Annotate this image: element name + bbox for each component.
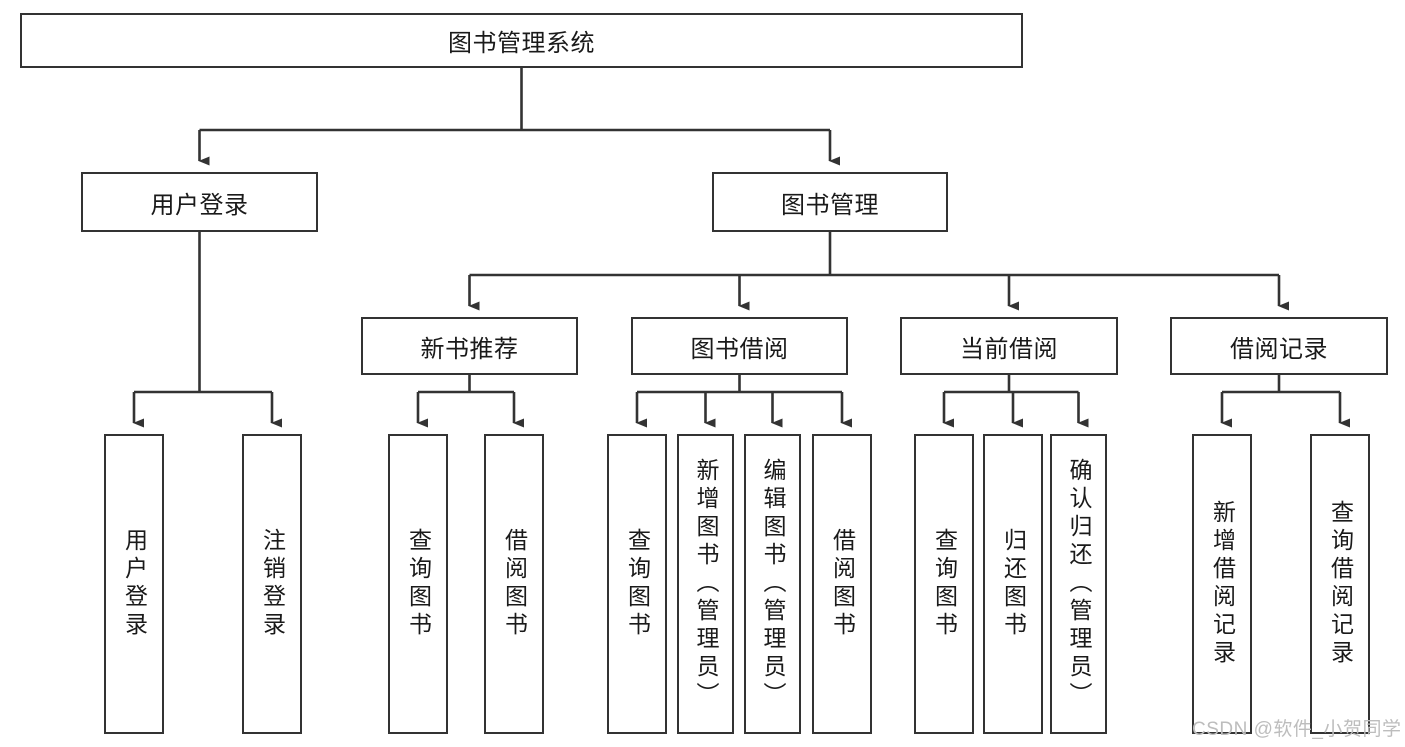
node-leaf-edit-book-admin[interactable]: 编辑图书（管理员） bbox=[744, 434, 801, 734]
node-label: 图书管理 bbox=[781, 191, 879, 219]
node-label: 借阅图书 bbox=[501, 528, 528, 640]
node-leaf-confirm-return-admin[interactable]: 确认归还（管理员） bbox=[1050, 434, 1107, 734]
node-label: 编辑图书（管理员） bbox=[760, 458, 786, 710]
node-leaf-user-logout[interactable]: 注销登录 bbox=[242, 434, 302, 734]
node-label: 确认归还（管理员） bbox=[1066, 458, 1092, 710]
node-leaf-borrow-book[interactable]: 借阅图书 bbox=[812, 434, 872, 734]
node-book-manage[interactable]: 图书管理 bbox=[712, 172, 948, 232]
node-leaf-add-book-admin[interactable]: 新增图书（管理员） bbox=[677, 434, 734, 734]
node-label: 新书推荐 bbox=[420, 335, 519, 363]
node-label: 用户登录 bbox=[121, 528, 148, 640]
node-label: 注销登录 bbox=[259, 528, 286, 640]
node-new-book-rec[interactable]: 新书推荐 bbox=[361, 317, 578, 375]
node-label: 查询图书 bbox=[405, 528, 432, 640]
node-leaf-user-login[interactable]: 用户登录 bbox=[104, 434, 164, 734]
node-leaf-query-book-borrow[interactable]: 查询图书 bbox=[607, 434, 667, 734]
node-label: 图书管理系统 bbox=[448, 30, 595, 57]
node-label: 图书借阅 bbox=[690, 335, 789, 363]
node-current-borrow[interactable]: 当前借阅 bbox=[900, 317, 1118, 375]
node-label: 新增图书（管理员） bbox=[693, 458, 719, 710]
node-leaf-query-book-current[interactable]: 查询图书 bbox=[914, 434, 974, 734]
node-root[interactable]: 图书管理系统 bbox=[20, 13, 1023, 68]
node-label: 查询借阅记录 bbox=[1327, 500, 1354, 668]
node-label: 新增借阅记录 bbox=[1209, 500, 1236, 668]
node-label: 用户登录 bbox=[150, 191, 249, 219]
node-book-borrow[interactable]: 图书借阅 bbox=[631, 317, 848, 375]
node-label: 当前借阅 bbox=[960, 335, 1058, 363]
node-leaf-return-book[interactable]: 归还图书 bbox=[983, 434, 1043, 734]
node-label: 查询图书 bbox=[931, 528, 958, 640]
node-borrow-record[interactable]: 借阅记录 bbox=[1170, 317, 1388, 375]
node-label: 归还图书 bbox=[1000, 528, 1027, 640]
node-leaf-query-borrow-record[interactable]: 查询借阅记录 bbox=[1310, 434, 1370, 734]
node-label: 查询图书 bbox=[624, 528, 651, 640]
node-label: 借阅记录 bbox=[1230, 335, 1328, 363]
node-leaf-query-book-rec[interactable]: 查询图书 bbox=[388, 434, 448, 734]
node-user-login[interactable]: 用户登录 bbox=[81, 172, 318, 232]
node-leaf-borrow-book-rec[interactable]: 借阅图书 bbox=[484, 434, 544, 734]
node-label: 借阅图书 bbox=[829, 528, 856, 640]
node-leaf-add-borrow-record[interactable]: 新增借阅记录 bbox=[1192, 434, 1252, 734]
